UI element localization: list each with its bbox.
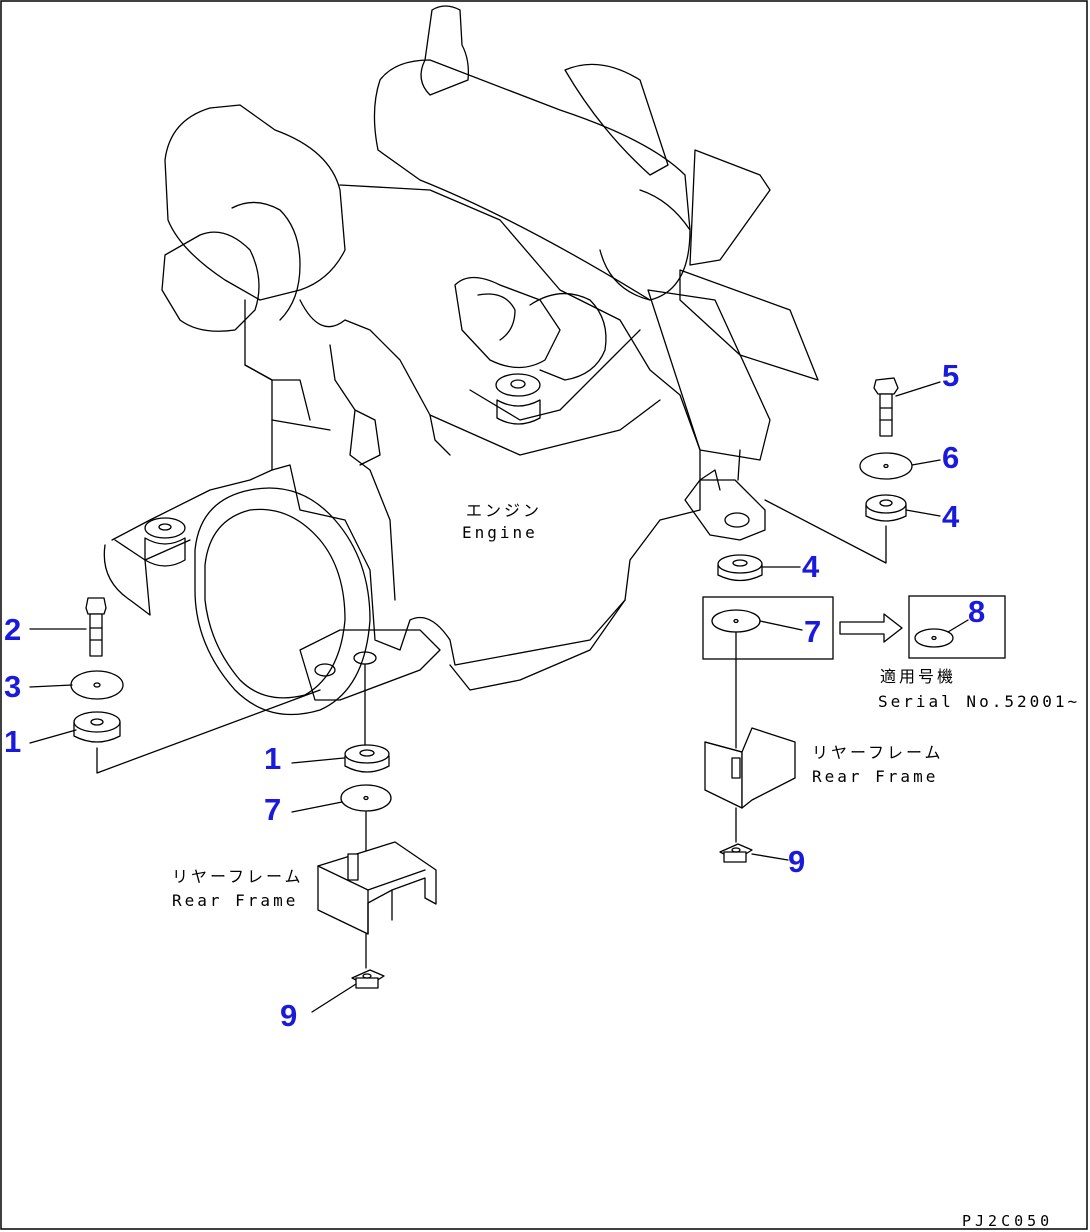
arrow-right-icon <box>839 613 903 643</box>
washer-part-7-right <box>711 609 761 633</box>
callout-4-upper: 4 <box>942 499 960 534</box>
washer-part-6 <box>859 452 913 480</box>
engine-label-en: Engine <box>462 523 538 542</box>
right-mount-stack <box>764 377 913 564</box>
rear-frame-right <box>704 727 796 809</box>
callout-4-lower: 4 <box>802 549 820 584</box>
drawing-code: PJ2C050 <box>962 1212 1053 1230</box>
applicable-serial-label-jp: 適用号機 <box>880 667 956 686</box>
callout-9-center: 9 <box>280 998 297 1033</box>
cushion-part-1-center <box>344 744 390 773</box>
text-labels: エンジン Engine リヤーフレーム Rear Frame リヤーフレーム R… <box>172 501 1080 1230</box>
nut-part-9-center <box>351 969 385 989</box>
rear-frame-left-label-jp: リヤーフレーム <box>172 867 304 886</box>
callout-5: 5 <box>942 358 959 393</box>
rear-frame-left-label-en: Rear Frame <box>172 891 298 910</box>
callout-3: 3 <box>4 669 21 704</box>
callout-9-right: 9 <box>788 844 805 879</box>
callout-1-left: 1 <box>4 724 21 759</box>
rear-frame-left <box>317 841 437 935</box>
bolt-part-2 <box>85 597 107 657</box>
serial-inset-box <box>908 595 1006 659</box>
serial-number-label: Serial No.52001~ <box>878 692 1080 711</box>
callout-8: 8 <box>968 594 985 629</box>
rear-frame-right-label-en: Rear Frame <box>812 767 938 786</box>
callout-1-center: 1 <box>264 741 281 776</box>
washer-part-3 <box>70 670 124 700</box>
cushion-part-4-lower <box>717 554 763 582</box>
engine-label-jp: エンジン <box>466 501 542 520</box>
callout-2: 2 <box>4 612 21 647</box>
rear-frame-right-label-jp: リヤーフレーム <box>812 743 944 762</box>
callout-6: 6 <box>942 440 959 475</box>
nut-part-9-right <box>719 843 753 863</box>
leader-lines <box>29 381 969 1013</box>
washer-part-7-center <box>340 784 392 812</box>
callout-numbers: 2 3 1 1 7 9 5 6 4 4 7 8 9 <box>4 358 985 1033</box>
bolt-part-5 <box>873 377 899 437</box>
cushion-part-4-upper <box>865 494 907 522</box>
cushion-part-1-left <box>73 711 121 743</box>
washer-7-inset-box <box>702 596 834 660</box>
left-mount-stack <box>70 597 321 774</box>
washer-part-8 <box>914 628 954 648</box>
callout-7-right: 7 <box>804 614 821 649</box>
engine-illustration <box>103 5 819 716</box>
center-mount-stack <box>317 663 437 989</box>
right-lower-mount-stack <box>702 554 1006 863</box>
callout-7-center: 7 <box>264 792 281 827</box>
